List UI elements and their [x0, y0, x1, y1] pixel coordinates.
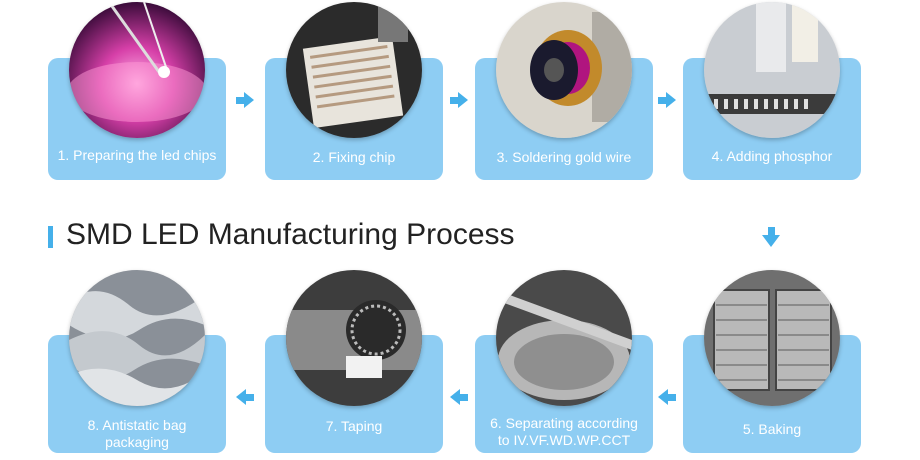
arrow-stem — [768, 227, 775, 235]
arrow-right-icon — [244, 92, 254, 108]
arrow-stem — [668, 394, 676, 401]
arrow-right-icon — [458, 92, 468, 108]
step-photo-gold-wire — [496, 2, 632, 138]
step-label: 2. Fixing chip — [312, 149, 396, 165]
arrow-stem — [450, 97, 458, 104]
step-photo-antistatic-bag — [69, 270, 205, 406]
page-title: SMD LED Manufacturing Process — [66, 218, 515, 251]
arrow-left-icon — [450, 389, 460, 405]
step-photo-led-chips — [69, 2, 205, 138]
step-label-line1: 8. Antistatic bag — [87, 417, 187, 433]
step-photo-baking — [704, 270, 840, 406]
step-label: 5. Baking — [742, 421, 802, 437]
arrow-stem — [460, 394, 468, 401]
step-label: 1. Preparing the led chips — [57, 147, 217, 163]
step-label-line2: to IV.VF.WD.WP.CCT — [497, 432, 631, 448]
step-label-line1: 6. Separating according — [490, 415, 638, 431]
step-label: 4. Adding phosphor — [711, 148, 833, 164]
step-photo-separating — [496, 270, 632, 406]
arrow-left-icon — [658, 389, 668, 405]
step-label: 3. Soldering gold wire — [496, 149, 632, 165]
arrow-down-icon — [762, 235, 780, 247]
step-label-line2: packaging — [105, 434, 169, 450]
step-label: 7. Taping — [325, 418, 383, 434]
step-photo-fixing-chip — [286, 2, 422, 138]
step-photo-phosphor — [704, 2, 840, 138]
arrow-left-icon — [236, 389, 246, 405]
arrow-stem — [236, 97, 244, 104]
step-photo-taping — [286, 270, 422, 406]
title-accent-bar — [48, 226, 53, 248]
arrow-right-icon — [666, 92, 676, 108]
arrow-stem — [658, 97, 666, 104]
arrow-stem — [246, 394, 254, 401]
